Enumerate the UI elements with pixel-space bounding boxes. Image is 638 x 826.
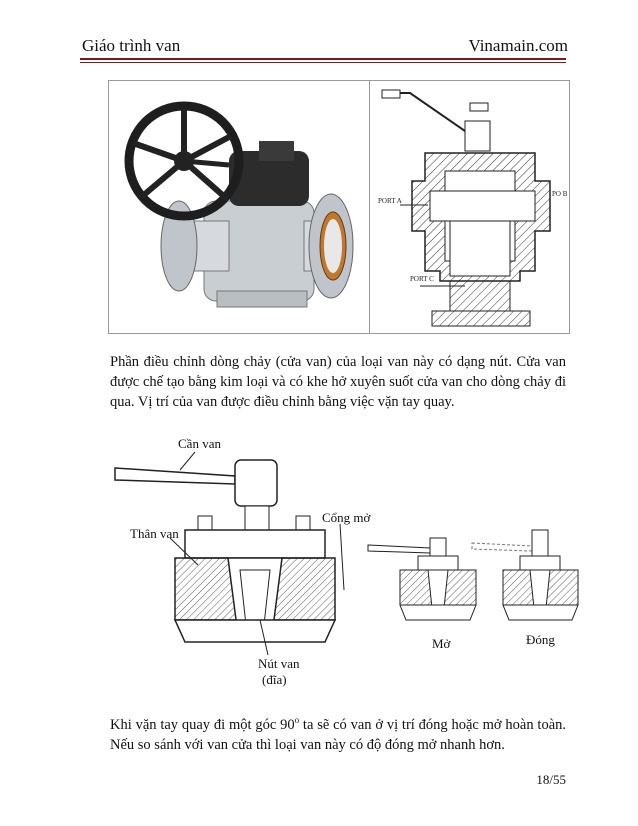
plug-valve-photo (124, 101, 354, 308)
plug-label-line1: Nút van (258, 656, 300, 671)
degree-sup: o (294, 715, 300, 725)
paragraph-1: Phần điều chỉnh dòng chảy (cửa van) của … (110, 354, 566, 410)
open-valve-sketch (367, 537, 477, 621)
plug-valve-figure: PORT A PO B PORT C (108, 80, 570, 334)
paragraph-2: Khi vặn tay quay đi một góc 90o ta sẽ có… (110, 710, 566, 755)
header-site: Vinamain.com (468, 36, 568, 55)
header-title: Giáo trình van (82, 36, 181, 55)
plug-valve-cross-section: PORT A PO B PORT C (378, 89, 568, 327)
port-label: Cổng mở (322, 510, 372, 525)
port-a-label: PORT A (378, 197, 402, 205)
header-rule-thick (80, 58, 566, 60)
paragraph-2-before: Khi vặn tay quay đi một góc 90 (110, 716, 295, 733)
stem-label: Cần van (178, 436, 221, 451)
open-label: Mở (432, 636, 452, 651)
plug-valve-diagram: Cần van Thân van Cổng mở Nút van (đĩa) M… (114, 436, 579, 687)
paragraph-2-after: ta sẽ có van ở vị trí đóng hoặc mở hoàn … (110, 716, 567, 753)
port-b-label: PO B (552, 190, 568, 198)
page-number: 18/55 (536, 772, 566, 787)
port-c-label: PORT C (410, 275, 434, 283)
closed-valve-sketch (471, 529, 579, 621)
plug-label-line2: (đĩa) (262, 672, 287, 687)
figure-divider (369, 81, 370, 333)
closed-label: Đóng (526, 632, 555, 647)
body-label: Thân van (130, 526, 179, 541)
header-rule-thin (80, 62, 566, 63)
